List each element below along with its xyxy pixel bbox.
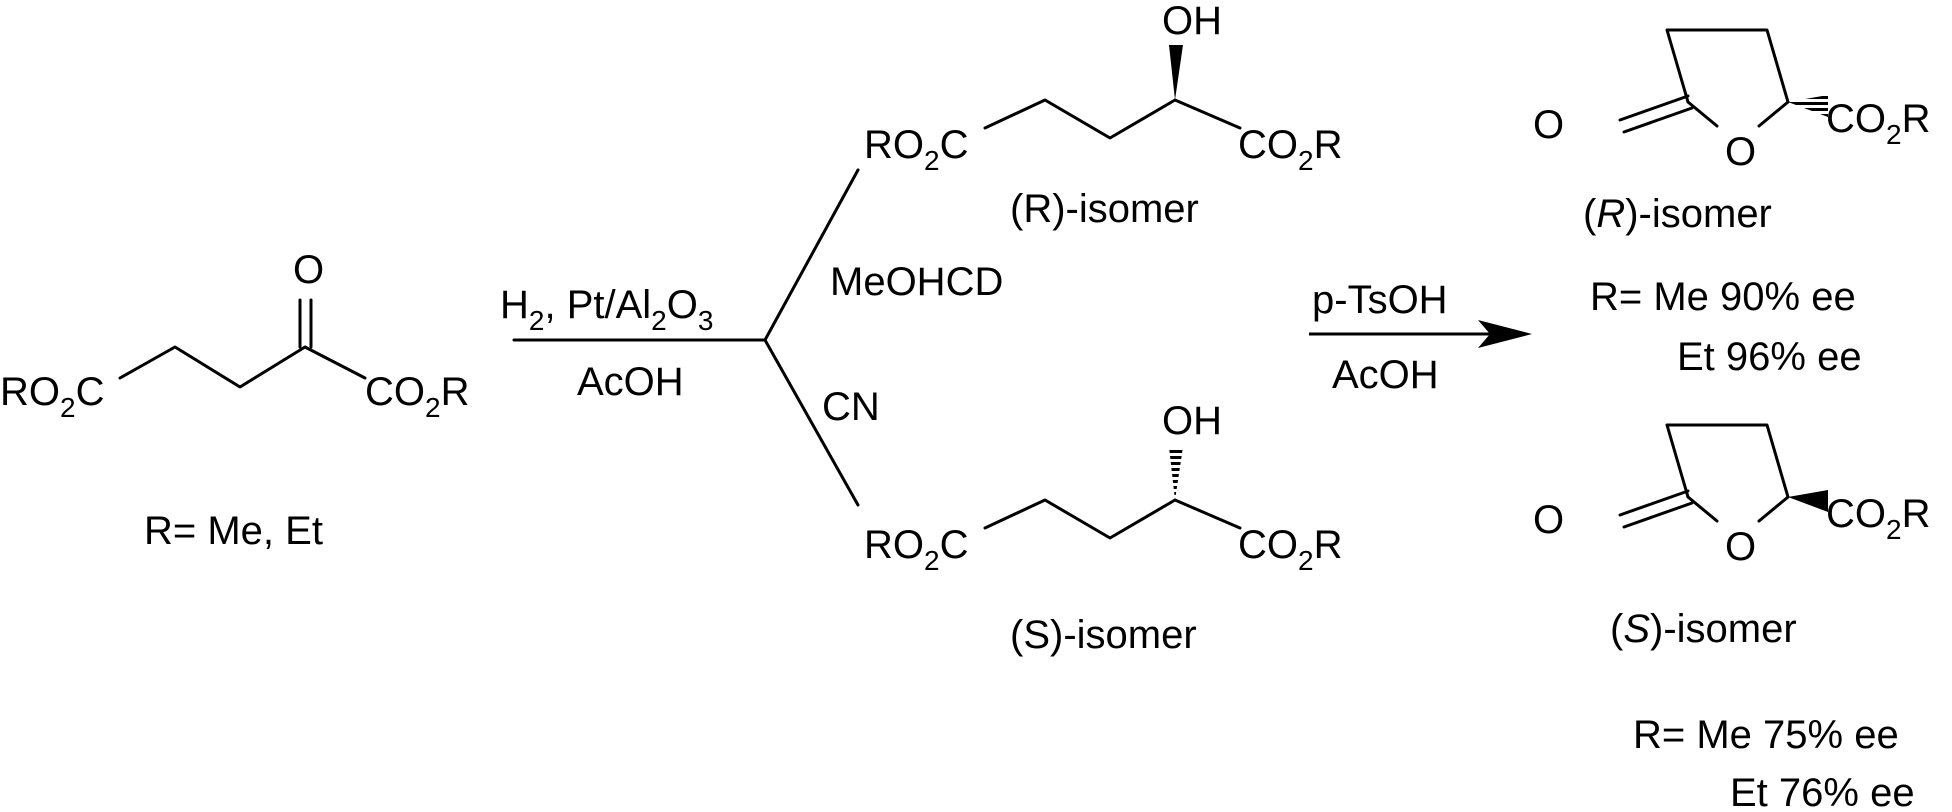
r-hydroxy-right-ester: CO2R: [1238, 123, 1342, 176]
s-lactone-structure: O O CO2R (S)-isomer R= Me 75% ee Et 76% …: [1533, 423, 1930, 812]
s-hydroxy-chain-bonds: [983, 498, 1242, 540]
step2-solvent: AcOH: [1332, 353, 1439, 397]
r-hydroxy-left-ester: RO2C: [864, 123, 968, 176]
s-lactone-ring-o-right: [1757, 495, 1790, 523]
s-lactone-ester: CO2R: [1826, 492, 1930, 545]
r-lactone-ee-et: Et 96% ee: [1677, 335, 1862, 379]
s-lactone-wedge-bond: [1788, 490, 1828, 512]
r-hydroxy-oh-label: OH: [1162, 0, 1222, 43]
r-lactone-ring-top: [1665, 28, 1790, 104]
s-lactone-ring-o-left: [1686, 495, 1719, 523]
r-lactone-hashed-bond: [1788, 95, 1828, 117]
r-lactone-ee-me: R= Me 90% ee: [1590, 275, 1856, 319]
s-lactone-ee-et: Et 76% ee: [1730, 771, 1915, 812]
step1-branch-upper: [763, 168, 860, 342]
s-hydroxy-ester-structure: RO2C OH CO2R (S)-isomer: [864, 399, 1342, 657]
s-hydroxy-isomer-label: (S)-isomer: [1010, 613, 1197, 657]
s-hydroxy-left-ester: RO2C: [864, 523, 968, 576]
step2-arrowhead: [1478, 320, 1532, 348]
step1-conditions: H2, Pt/Al2O3 AcOH MeOHCD CN: [500, 168, 1003, 507]
r-lactone-ring-oxygen: O: [1725, 130, 1756, 174]
s-hydroxy-hashed-bond: [1169, 447, 1183, 500]
r-lactone-carbonyl-a: [1618, 94, 1690, 122]
r-lactone-isomer-label: (R)-isomer: [1583, 192, 1772, 236]
s-lactone-ring-oxygen: O: [1725, 525, 1756, 569]
step2-conditions: p-TsOH AcOH: [1309, 278, 1532, 397]
r-lactone-ring-o-left: [1686, 100, 1719, 128]
s-hydroxy-right-ester: CO2R: [1238, 523, 1342, 576]
r-lactone-ring-o-right: [1757, 100, 1790, 128]
r-hydroxy-wedge-bond: [1169, 45, 1183, 100]
s-lactone-isomer-label: (S)-isomer: [1610, 607, 1797, 651]
substrate-chain-bonds: [118, 345, 367, 389]
substrate-left-ester: RO2C: [0, 370, 104, 423]
s-hydroxy-oh-label: OH: [1162, 399, 1222, 443]
r-lactone-carbonyl-b: [1622, 106, 1694, 134]
step1-modifier-meohcd: MeOHCD: [830, 260, 1003, 304]
s-lactone-ring-top: [1665, 423, 1790, 499]
substrate-r-definition: R= Me, Et: [144, 509, 323, 553]
step1-modifier-cn: CN: [822, 385, 880, 429]
s-lactone-ee-me: R= Me 75% ee: [1633, 713, 1899, 757]
substrate-ketone-oxygen: O: [293, 248, 324, 292]
s-lactone-carbonyl-oxygen: O: [1533, 498, 1564, 542]
r-hydroxy-ester-structure: RO2C OH CO2R (R)-isomer: [864, 0, 1342, 231]
s-lactone-carbonyl-b: [1622, 501, 1694, 529]
step2-acid: p-TsOH: [1312, 278, 1448, 322]
r-hydroxy-chain-bonds: [983, 98, 1242, 140]
r-lactone-structure: O O CO2R (R)-isomer R= Me 90% ee Et 96% …: [1533, 28, 1930, 379]
step1-branch-lower: [763, 338, 860, 507]
substrate-right-ester: CO2R: [365, 370, 469, 423]
r-lactone-carbonyl-oxygen: O: [1533, 103, 1564, 147]
r-hydroxy-isomer-label: (R)-isomer: [1010, 187, 1199, 231]
r-lactone-ester: CO2R: [1826, 97, 1930, 150]
step1-catalyst: H2, Pt/Al2O3: [500, 283, 713, 336]
s-lactone-carbonyl-a: [1618, 489, 1690, 517]
substrate-structure: RO2C O CO2R R= Me, Et: [0, 248, 469, 553]
step1-solvent: AcOH: [577, 360, 684, 404]
